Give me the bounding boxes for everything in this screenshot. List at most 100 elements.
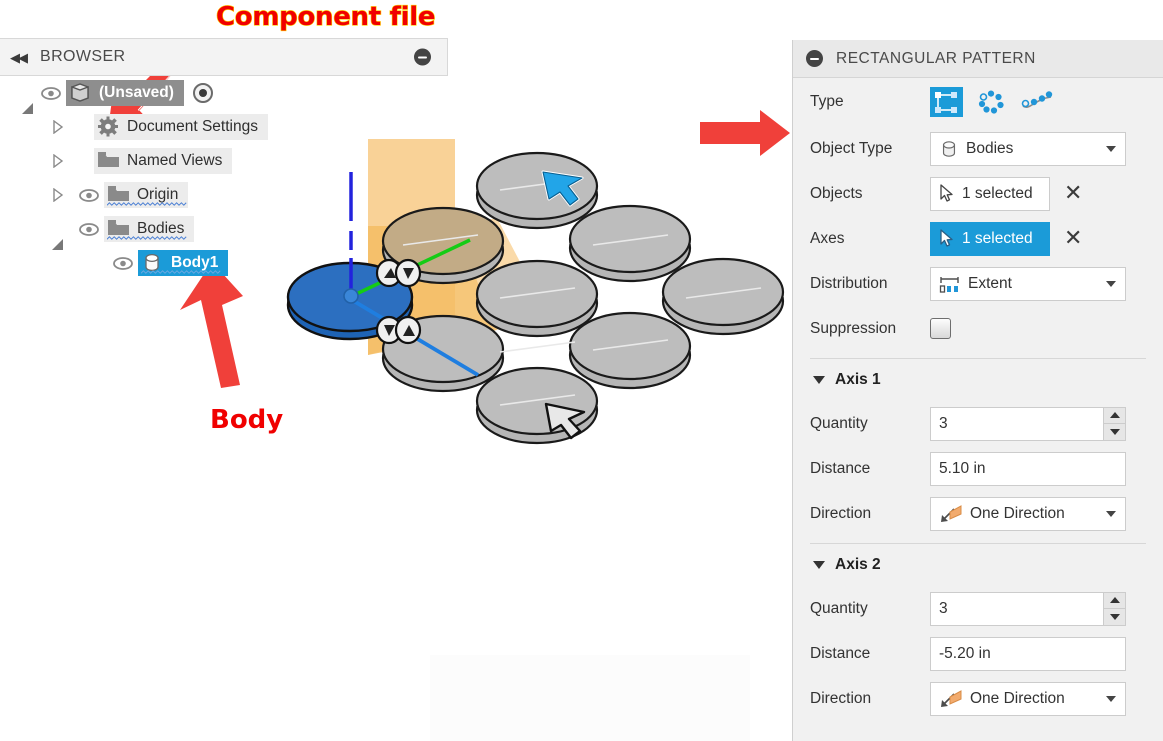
tree-row-body1[interactable]: Body1 <box>0 248 448 278</box>
label-direction: Direction <box>810 504 872 522</box>
browser-panel: ◀◀ BROWSER <box>0 38 448 76</box>
visibility-eye-icon[interactable] <box>40 85 62 101</box>
divider <box>810 358 1146 359</box>
chevron-down-icon[interactable] <box>1106 695 1116 702</box>
browser-title: BROWSER <box>40 48 126 65</box>
double-left-arrow-icon[interactable]: ◀◀ <box>10 49 28 65</box>
node-chip-document-settings[interactable]: Document Settings <box>94 114 268 140</box>
folder-icon <box>107 218 131 240</box>
visibility-eye-icon[interactable] <box>78 187 100 203</box>
body-cylinder-icon <box>939 139 959 159</box>
circle-minus-icon[interactable] <box>806 50 823 67</box>
extent-distribution-icon <box>939 273 961 295</box>
row-objects: Objects 1 selected ✕ <box>793 171 1163 216</box>
suppression-checkbox[interactable] <box>930 318 951 339</box>
browser-header: ◀◀ BROWSER <box>0 38 448 76</box>
one-direction-flag-icon <box>939 688 963 709</box>
component-cube-icon <box>69 82 93 104</box>
grid-lines <box>402 179 762 406</box>
axis2-flip-handle[interactable] <box>375 315 422 345</box>
twisty-closed-icon[interactable] <box>52 119 66 135</box>
label-objects: Objects <box>810 184 863 202</box>
distribution-dropdown[interactable]: Extent <box>930 266 1126 301</box>
quantity-stepper[interactable] <box>1103 592 1125 625</box>
circle-minus-icon[interactable] <box>414 48 431 66</box>
objects-value: 1 selected <box>962 184 1033 202</box>
section-axis-1[interactable]: Axis 1 <box>793 359 1163 401</box>
visibility-eye-icon[interactable] <box>112 255 134 271</box>
stepper-down-icon[interactable] <box>1104 424 1125 440</box>
twisty-closed-icon[interactable] <box>52 187 66 203</box>
panel-title: RECTANGULAR PATTERN <box>836 49 1036 67</box>
browser-tree: (Unsaved) Document Settings <box>0 78 448 282</box>
squiggle-underline <box>141 270 221 274</box>
axis2-distance-input[interactable]: -5.20 in <box>930 636 1126 671</box>
label-type: Type <box>810 93 844 110</box>
type-option-group[interactable] <box>930 87 1053 117</box>
node-chip-body1[interactable]: Body1 <box>138 250 229 276</box>
tree-label: Body1 <box>171 254 219 271</box>
panel-header: RECTANGULAR PATTERN <box>793 40 1163 78</box>
twisty-open-icon[interactable] <box>22 86 36 114</box>
path-pattern-type-icon[interactable] <box>1020 87 1053 117</box>
close-x-icon[interactable]: ✕ <box>1064 180 1083 206</box>
tree-row-origin[interactable]: Origin <box>0 180 448 210</box>
row-type: Type <box>793 78 1163 126</box>
stepper-up-icon[interactable] <box>1104 407 1125 424</box>
tree-label: (Unsaved) <box>99 84 174 101</box>
section-axis-2[interactable]: Axis 2 <box>793 544 1163 586</box>
row-axis1-direction: Direction One Direction <box>793 491 1163 536</box>
node-chip-origin[interactable]: Origin <box>104 182 189 208</box>
label-distribution: Distribution <box>810 274 888 292</box>
axis2-direction-dropdown[interactable]: One Direction <box>930 681 1126 716</box>
activate-radio-icon[interactable] <box>192 83 213 103</box>
tree-row-named-views[interactable]: Named Views <box>0 146 448 176</box>
quantity-stepper[interactable] <box>1103 407 1125 440</box>
chevron-down-icon[interactable] <box>1106 280 1116 287</box>
row-axis2-distance: Distance -5.20 in <box>793 631 1163 676</box>
axis1-quantity-input[interactable]: 3 <box>930 406 1126 441</box>
circular-pattern-type-icon[interactable] <box>975 87 1008 117</box>
cursor-arrow-icon <box>939 184 955 203</box>
one-direction-flag-icon <box>939 503 963 524</box>
chevron-down-icon[interactable] <box>1106 145 1116 152</box>
stepper-down-icon[interactable] <box>1104 609 1125 625</box>
label-quantity: Quantity <box>810 414 868 432</box>
axis2-quantity-input[interactable]: 3 <box>930 591 1126 626</box>
axis2-quantity-value: 3 <box>939 599 948 617</box>
axis1-title: Axis 1 <box>835 371 881 388</box>
axis1-quantity-value: 3 <box>939 414 948 432</box>
squiggle-underline <box>107 202 187 206</box>
axis1-distance-input[interactable]: 5.10 in <box>930 451 1126 486</box>
tree-label: Origin <box>137 186 179 203</box>
objects-selection-field[interactable]: 1 selected <box>930 176 1050 211</box>
cursor-arrow-icon <box>939 229 955 248</box>
visibility-eye-icon[interactable] <box>78 221 100 237</box>
tree-row-bodies[interactable]: Bodies <box>0 214 448 250</box>
stepper-up-icon[interactable] <box>1104 592 1125 609</box>
tree-label: Document Settings <box>127 118 258 135</box>
node-chip-bodies[interactable]: Bodies <box>104 216 195 242</box>
node-chip-unsaved[interactable]: (Unsaved) <box>66 80 184 106</box>
chevron-down-icon[interactable] <box>813 376 825 384</box>
tree-row-unsaved[interactable]: (Unsaved) <box>0 78 448 114</box>
rectangular-pattern-type-icon[interactable] <box>930 87 963 117</box>
row-axis2-direction: Direction One Direction <box>793 676 1163 721</box>
node-chip-named-views[interactable]: Named Views <box>94 148 233 174</box>
twisty-open-icon[interactable] <box>52 222 66 250</box>
chevron-down-icon[interactable] <box>1106 510 1116 517</box>
annotation-body: Body <box>210 405 284 435</box>
twisty-closed-icon[interactable] <box>52 153 66 169</box>
gear-icon <box>97 116 121 138</box>
tree-row-document-settings[interactable]: Document Settings <box>0 112 448 142</box>
axis1-direction-dropdown[interactable]: One Direction <box>930 496 1126 531</box>
object-type-dropdown[interactable]: Bodies <box>930 131 1126 166</box>
row-suppression: Suppression <box>793 306 1163 351</box>
close-x-icon[interactable]: ✕ <box>1064 225 1083 251</box>
row-axes: Axes 1 selected ✕ <box>793 216 1163 261</box>
row-axis2-quantity: Quantity 3 <box>793 586 1163 631</box>
axis2-direction-value: One Direction <box>970 689 1065 707</box>
object-type-value: Bodies <box>966 139 1014 157</box>
axes-selection-field[interactable]: 1 selected <box>930 221 1050 256</box>
chevron-down-icon[interactable] <box>813 561 825 569</box>
